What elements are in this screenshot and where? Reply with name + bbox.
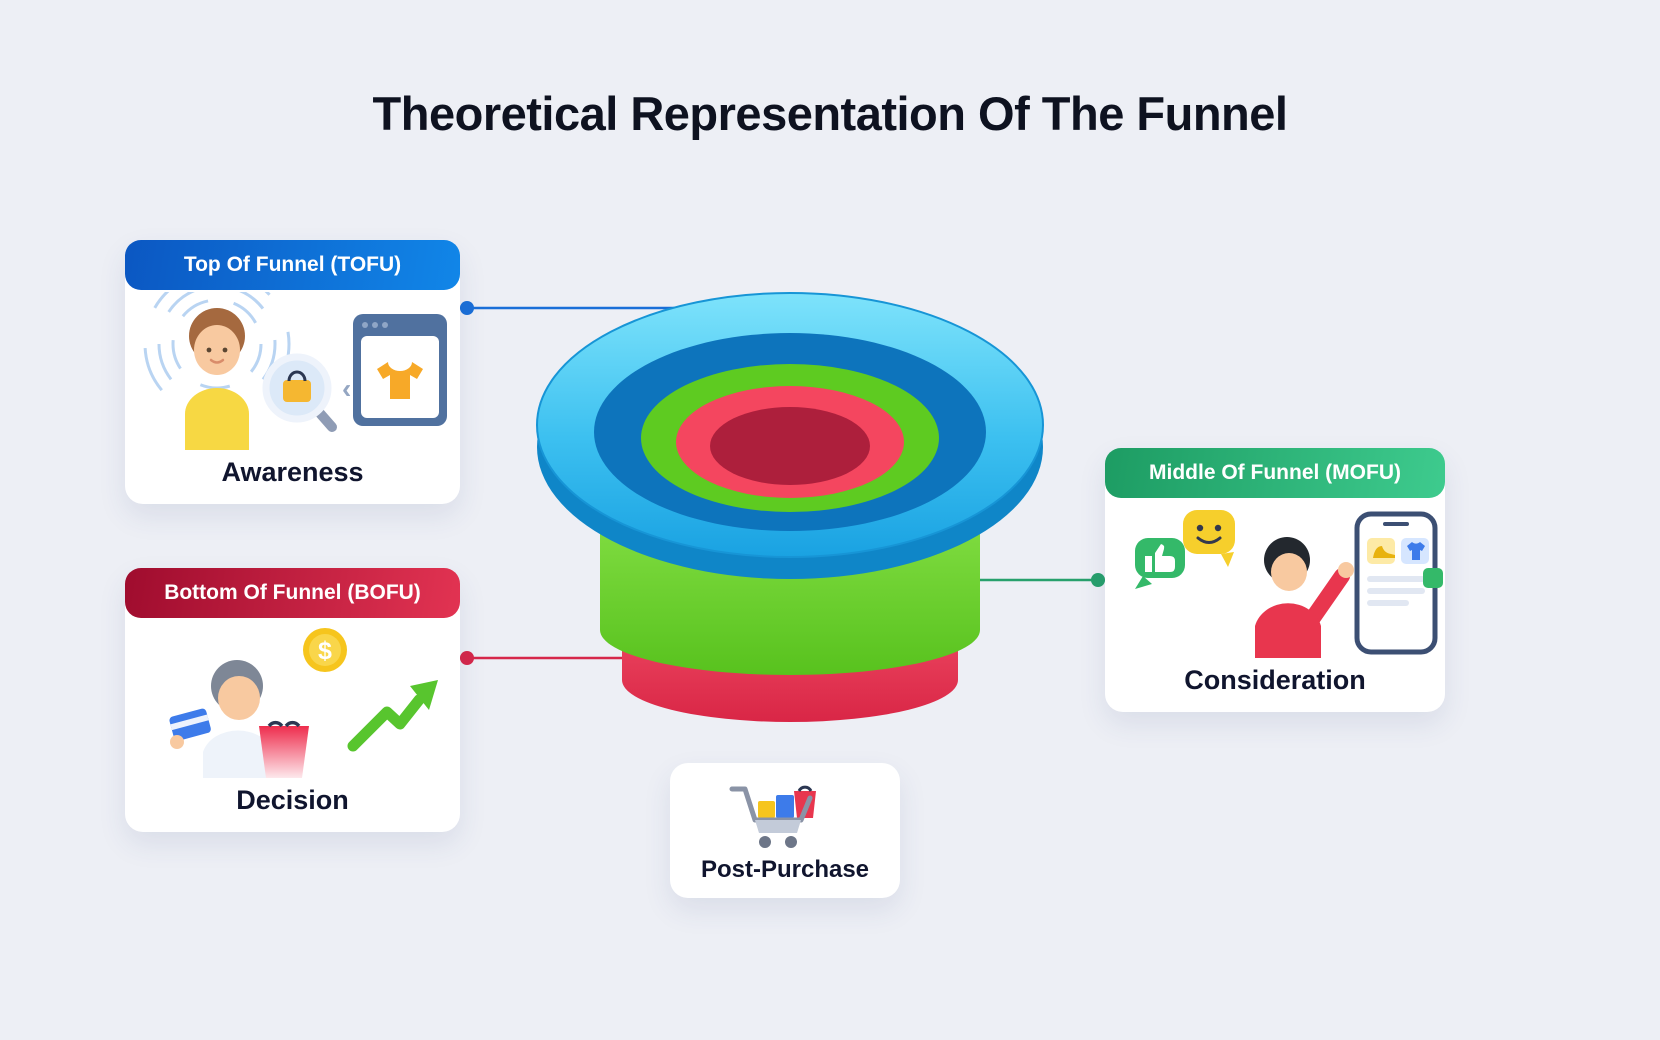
red-shopping-bag-icon xyxy=(259,720,309,778)
page-title: Theoretical Representation Of The Funnel xyxy=(372,87,1288,140)
green-tile-icon xyxy=(1423,568,1443,588)
post-purchase-card: Post-Purchase xyxy=(670,763,900,898)
tofu-card: Top Of Funnel (TOFU) ‹ Awar xyxy=(125,240,460,504)
smiley-bubble-icon xyxy=(1183,510,1235,567)
shoe-icon xyxy=(1373,546,1395,558)
post-purchase-label: Post-Purchase xyxy=(700,856,870,883)
bofu-connector-dot xyxy=(460,651,474,665)
shopping-bag-icon xyxy=(283,380,311,402)
mofu-header: Middle Of Funnel (MOFU) xyxy=(1105,448,1445,498)
funnel-illustration xyxy=(536,292,1044,722)
bofu-label: Decision xyxy=(236,785,349,815)
blue-box-icon xyxy=(776,795,794,818)
decision-illustration: $ xyxy=(169,628,438,778)
bofu-header: Bottom Of Funnel (BOFU) xyxy=(125,568,460,618)
cart-illustration xyxy=(729,785,816,848)
phone-icon xyxy=(1354,511,1443,655)
consideration-person-icon xyxy=(1255,537,1354,658)
awareness-person-icon xyxy=(185,308,249,450)
shopping-cart-icon xyxy=(729,785,816,848)
awareness-illustration: ‹ xyxy=(143,292,447,450)
tshirt-icon xyxy=(377,362,423,399)
decision-person-icon xyxy=(169,660,273,778)
mofu-connector-dot xyxy=(1091,573,1105,587)
svg-text:$: $ xyxy=(318,637,332,665)
credit-card-icon xyxy=(169,708,211,741)
tofu-connector-dot xyxy=(460,301,474,315)
tofu-label: Awareness xyxy=(221,457,364,487)
funnel-inner-hole xyxy=(710,407,870,485)
consideration-illustration xyxy=(1135,510,1443,658)
thumbs-up-bubble-icon xyxy=(1135,538,1185,589)
growth-arrow-icon xyxy=(347,680,438,752)
dollar-coin-icon: $ xyxy=(303,628,347,672)
tshirt-tile-icon xyxy=(1407,542,1425,560)
chevron-left-icon: ‹ xyxy=(342,373,351,404)
bofu-card: Bottom Of Funnel (BOFU) $ xyxy=(125,568,460,832)
yellow-box-icon xyxy=(758,801,775,818)
browser-window-icon: ‹ xyxy=(342,314,447,426)
mofu-card: Middle Of Funnel (MOFU) xyxy=(1105,448,1445,712)
search-magnifier-icon xyxy=(262,353,337,432)
mofu-label: Consideration xyxy=(1184,665,1366,695)
tofu-header: Top Of Funnel (TOFU) xyxy=(125,240,460,290)
